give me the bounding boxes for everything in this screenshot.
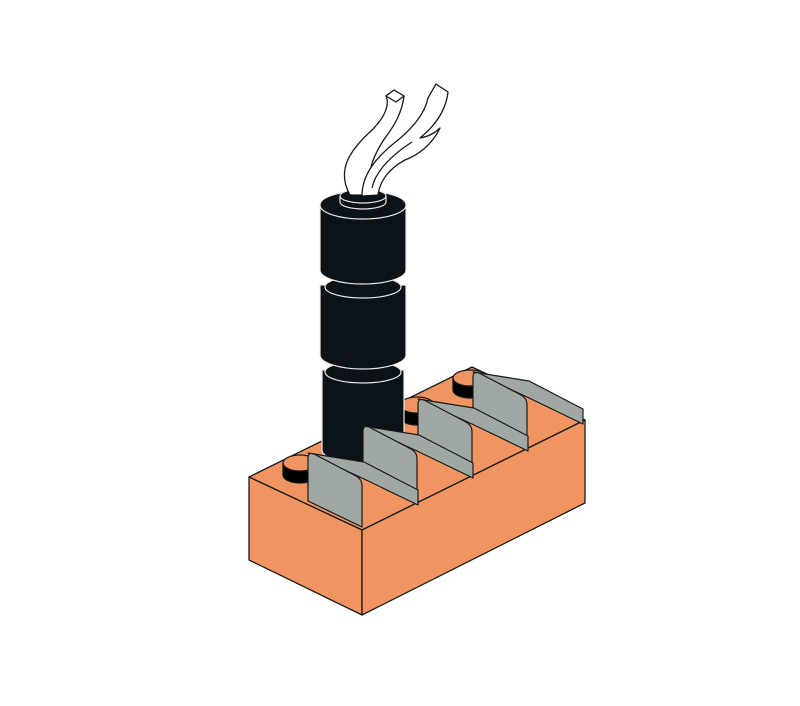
- slope-front-face: [362, 425, 418, 501]
- cheese-slopes: [307, 371, 584, 528]
- brick-right-face: [361, 419, 586, 616]
- column-segment-top: [319, 204, 407, 285]
- black-column: [319, 188, 407, 464]
- column-segment-middle: [319, 284, 407, 370]
- cheese-slope: [307, 452, 419, 528]
- white-plume: [343, 83, 449, 197]
- cheese-slope: [362, 425, 474, 501]
- slope-front-face: [472, 371, 528, 447]
- cheese-slope: [472, 371, 584, 447]
- slope-front-face: [417, 398, 473, 474]
- cheese-slope: [417, 398, 529, 474]
- slope-front-face: [307, 452, 363, 528]
